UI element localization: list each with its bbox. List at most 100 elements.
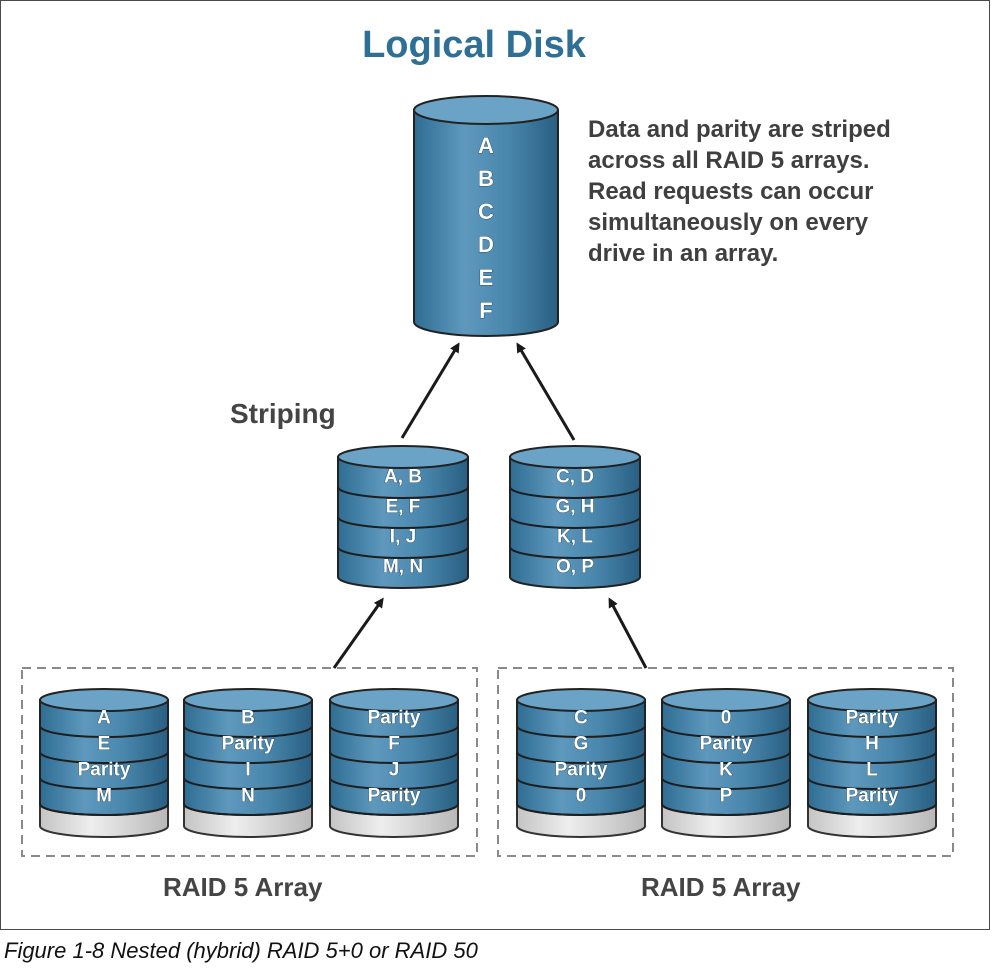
disk-top [329, 688, 459, 712]
disk-cell-label: N [241, 785, 255, 806]
note-line: Read requests can occur [588, 178, 874, 205]
disk-band-line [516, 751, 646, 764]
disk-band-line [509, 546, 641, 559]
disk-top [509, 445, 641, 469]
disk-band-line [329, 725, 459, 738]
disk-band-line [337, 486, 469, 499]
disk-band-line [807, 751, 937, 764]
disk-band-line [39, 803, 169, 816]
disk-band-line [516, 777, 646, 790]
logical-disk-body [413, 109, 559, 337]
raid-array-label-left: RAID 5 Array [163, 872, 323, 902]
disk-cell-label: Parity [222, 733, 275, 754]
disk-cell-label: 0 [576, 785, 587, 806]
note-line: simultaneously on every [588, 209, 869, 236]
disk-band-line [337, 516, 469, 529]
arrow-raid-left-to-stripe [332, 597, 384, 669]
disk-band-line [337, 546, 469, 559]
disk-cell-label: M [96, 785, 112, 806]
disk-top [337, 445, 469, 469]
disk-cell-label: L [866, 759, 878, 780]
disk-band-line [516, 803, 646, 816]
disk-band-line [183, 751, 313, 764]
disk-band-line [661, 725, 791, 738]
figure-caption: Figure 1-8 Nested (hybrid) RAID 5+0 or R… [4, 938, 478, 963]
note-line: drive in an array. [588, 240, 779, 267]
disk-cell-label: 0 [721, 707, 732, 728]
logical-disk-letter: D [478, 232, 494, 257]
disk-cell-label: Parity [846, 785, 899, 806]
disk-band-line [329, 777, 459, 790]
disk-cell-label: Parity [555, 759, 608, 780]
disk-cell-label: F [388, 733, 400, 754]
disk-cell-label: M, N [383, 556, 423, 577]
disk-band-line [39, 751, 169, 764]
raid-array-label-right: RAID 5 Array [641, 872, 801, 902]
disk-band-line [661, 803, 791, 816]
raid-group-left [21, 667, 478, 857]
note-line: across all RAID 5 arrays. [588, 147, 870, 174]
disk-cell-label: J [389, 759, 400, 780]
logical-disk-letter: E [479, 265, 494, 290]
disk-band-line [39, 777, 169, 790]
disk-cell-label: O, P [556, 556, 594, 577]
arrow-stripe-right-to-logical [516, 342, 576, 441]
disk-band-line [807, 725, 937, 738]
disk-cell-label: I [245, 759, 250, 780]
raid-group-right [497, 667, 954, 857]
disk-top [661, 688, 791, 712]
disk-top [183, 688, 313, 712]
striping-label: Striping [230, 398, 336, 429]
diagram-note: Data and parity are striped across all R… [588, 114, 978, 269]
logical-disk-letter: C [478, 199, 494, 224]
disk-cell-label: I, J [390, 526, 416, 547]
disk-cell-label: G, H [555, 496, 594, 517]
arrow-raid-right-to-stripe [608, 597, 648, 669]
disk-band-line [807, 803, 937, 816]
disk-band-line [329, 751, 459, 764]
disk-cell-label: K, L [557, 526, 593, 547]
arrow-stripe-left-to-logical [400, 342, 460, 439]
stripe-disk: A, BE, FI, JM, N [337, 445, 469, 589]
disk-top [516, 688, 646, 712]
disk-cell-label: Parity [368, 785, 421, 806]
disk-cell-label: E [98, 733, 111, 754]
disk-cell-label: K [719, 759, 733, 780]
note-line: Data and parity are striped [588, 116, 891, 143]
disk-band-line [183, 725, 313, 738]
disk-band-line [183, 803, 313, 816]
logical-disk-top [413, 95, 559, 125]
disk-band-line [516, 725, 646, 738]
disk-band-line [807, 777, 937, 790]
disk-top [39, 688, 169, 712]
disk-band-line [661, 777, 791, 790]
arrows [332, 342, 648, 669]
disk-cell-label: A, B [384, 466, 422, 487]
logical-disk-letter: F [479, 298, 492, 323]
disk-body [337, 456, 469, 589]
disk-band-line [183, 777, 313, 790]
logical-disk-letter: A [478, 133, 494, 158]
disk-cell-label: A [97, 707, 111, 728]
logical-disk-letter: B [478, 166, 494, 191]
diagram-title: Logical Disk [362, 24, 586, 66]
disk-top [807, 688, 937, 712]
disk-cell-label: Parity [846, 707, 899, 728]
disk-band-line [329, 803, 459, 816]
disk-band-line [39, 725, 169, 738]
disk-band-line [509, 516, 641, 529]
stripe-disk: C, DG, HK, LO, P [509, 445, 641, 589]
disk-cell-label: Parity [368, 707, 421, 728]
raid-disks: AEParityMBParityINParityFJParityCGParity… [39, 688, 937, 838]
disk-cell-label: C [574, 707, 588, 728]
disk-cell-label: Parity [700, 733, 753, 754]
disk-band-line [661, 751, 791, 764]
disk-cell-label: P [720, 785, 733, 806]
